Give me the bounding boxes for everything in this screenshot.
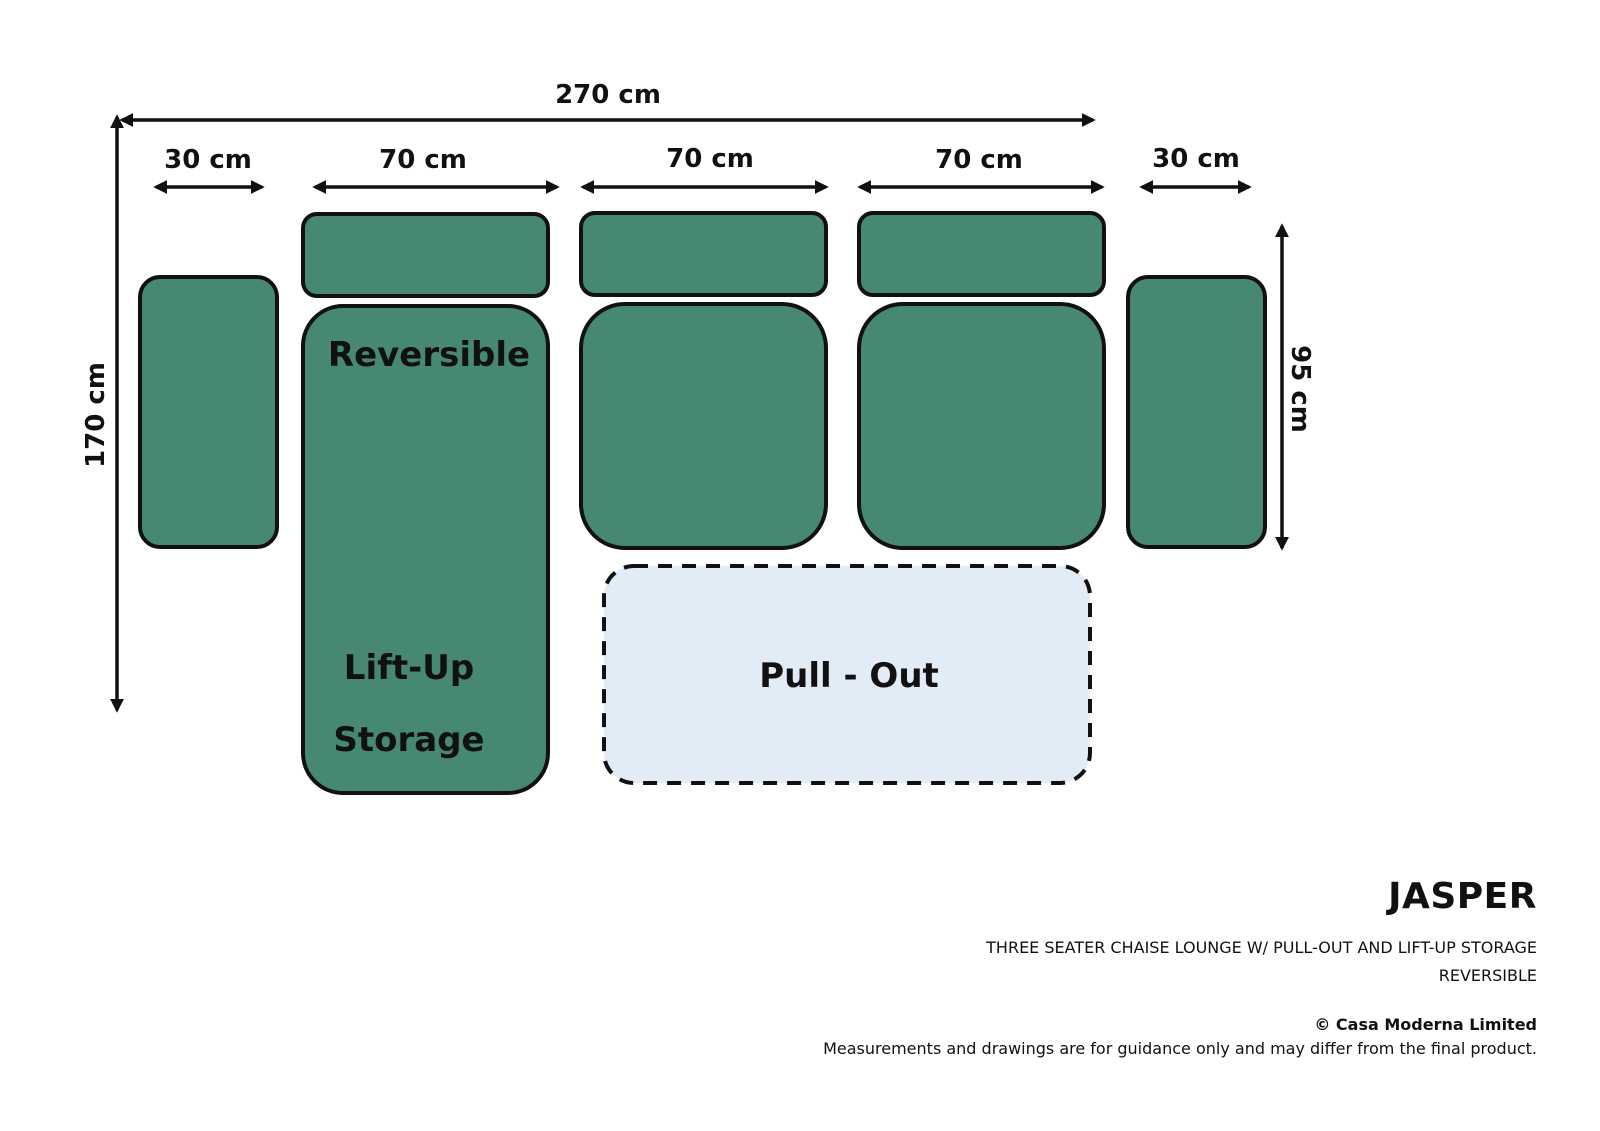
segment-label-left-arm: 30 cm <box>164 145 252 175</box>
backrest-cushion-3 <box>857 211 1106 297</box>
footer-notice: © Casa Moderna Limited Measurements and … <box>823 1013 1537 1061</box>
backrest-cushion-1 <box>301 212 550 298</box>
reversible-label: Reversible <box>328 335 530 375</box>
left-arm-cushion <box>138 275 279 549</box>
pull-out-area <box>602 564 1092 785</box>
total-width-label: 270 cm <box>555 80 661 110</box>
segment-label-right-arm: 30 cm <box>1152 144 1240 174</box>
product-description: THREE SEATER CHAISE LOUNGE W/ PULL-OUT A… <box>986 934 1537 990</box>
total-depth-label: 170 cm <box>81 362 111 468</box>
disclaimer-text: Measurements and drawings are for guidan… <box>823 1039 1537 1058</box>
pull-out-label: Pull - Out <box>759 656 939 696</box>
seat-cushion-3 <box>857 302 1106 550</box>
segment-label-seat-2: 70 cm <box>666 144 754 174</box>
seat-cushion-2 <box>579 302 828 550</box>
segment-label-seat-1: 70 cm <box>379 145 467 175</box>
chaise-seat-cushion <box>301 304 550 795</box>
product-description-line-2: REVERSIBLE <box>1438 966 1537 985</box>
arm-depth-label: 95 cm <box>1285 345 1315 433</box>
product-description-line-1: THREE SEATER CHAISE LOUNGE W/ PULL-OUT A… <box>986 938 1537 957</box>
lift-up-label: Lift-Up <box>344 648 474 688</box>
copyright-text: © Casa Moderna Limited <box>1314 1015 1537 1034</box>
right-arm-cushion <box>1126 275 1267 549</box>
segment-label-seat-3: 70 cm <box>935 145 1023 175</box>
product-name: JASPER <box>1388 876 1537 917</box>
storage-label: Storage <box>333 720 484 760</box>
backrest-cushion-2 <box>579 211 828 297</box>
